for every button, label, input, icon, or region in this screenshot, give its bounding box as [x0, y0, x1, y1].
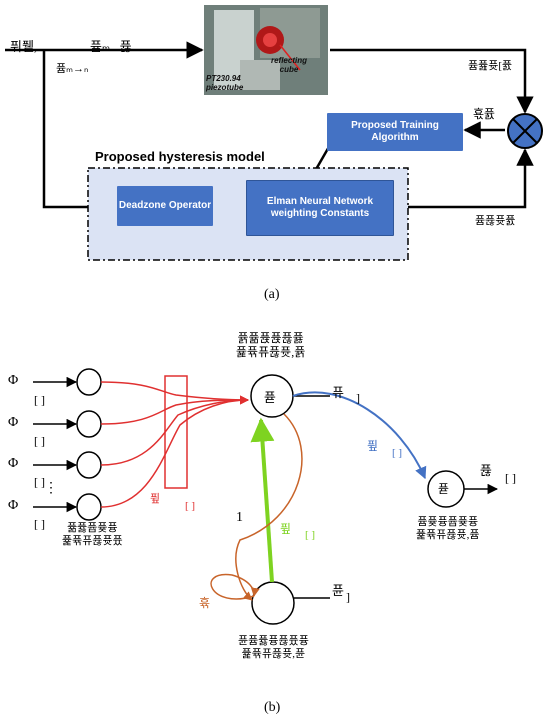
- context-layer-label: 퓬퓸퓷퓽퓮퓼퓽 퓵퓪퓨퓮퓻,퓬: [238, 635, 309, 660]
- model-output-line: [393, 148, 534, 209]
- photo-label-cube: reflecting cube: [270, 56, 307, 74]
- output-out-bracket: [ ]: [505, 471, 516, 485]
- input-bracket-2: [ ]: [34, 434, 45, 448]
- weight-input-bracket: [ ]: [185, 500, 196, 512]
- weight-input-label: 퓦: [150, 493, 161, 505]
- caption-a: (a): [264, 287, 280, 302]
- self-loop-weight: 휶: [199, 596, 211, 610]
- context-out-bracket: ]: [346, 590, 350, 604]
- branch-label: 퓸ₘ→ₙ: [56, 63, 89, 75]
- context-to-hidden-link: [250, 417, 275, 583]
- elman-network-box: Elman Neural Network weighting Constants: [246, 180, 394, 236]
- hidden-out-label: 퓨: [332, 385, 344, 400]
- feedback-gain: 1: [236, 510, 243, 525]
- output-node-symbol: 퓯: [438, 482, 450, 496]
- photo-label-tube: PT230.94 piezotube: [206, 74, 244, 92]
- input-to-hidden-links: [100, 381, 249, 508]
- error-label: 횫퓴: [473, 107, 496, 121]
- deadzone-operator-box: Deadzone Operator: [117, 186, 213, 226]
- training-algorithm-box: Proposed Training Algorithm: [327, 113, 463, 151]
- input-node-2: [76, 410, 102, 438]
- caption-b: (b): [264, 700, 281, 715]
- input-bracket-1: [ ]: [34, 393, 45, 407]
- setup-photo: [204, 5, 328, 95]
- hidden-out-bracket: ]: [356, 391, 360, 405]
- model-title: Proposed hysteresis model: [95, 149, 265, 164]
- hidden-to-output-link: [292, 391, 427, 480]
- plant-output-line: [330, 48, 534, 114]
- plant-output-label: 퓸퓶퓻[퓴: [468, 60, 513, 72]
- input-layer-label: 퓲퓷퓹퓾퓽 퓵퓪퓨퓮퓻퓼: [62, 522, 123, 547]
- weight-output-bracket: [ ]: [392, 447, 403, 459]
- weight-context-bracket: [ ]: [305, 529, 316, 541]
- hidden-to-context-link: [235, 413, 303, 601]
- input-node-1: [76, 368, 102, 396]
- input-label-1: 퓌퓉,: [10, 39, 38, 54]
- model-output-label: 퓸퓮퓻퓴: [475, 215, 516, 227]
- hidden-layer-label: 퓱퓲퓭퓭퓮퓷 퓵퓪퓨퓮퓻,퓱: [236, 331, 306, 359]
- input-node-4: [76, 493, 102, 521]
- input-bracket-4: [ ]: [34, 517, 45, 531]
- output-out-label: 퓮: [480, 463, 492, 478]
- weight-output-label: 퓦: [367, 439, 379, 453]
- hidden-node-symbol: 퓯: [264, 390, 276, 405]
- input-phi-2: Φ: [8, 415, 19, 430]
- input-label-2: 퓸ₘ . 퓮: [90, 39, 132, 54]
- context-self-loop: [210, 573, 260, 600]
- output-layer-label: 퓸퓾퓽퓹퓾퓽 퓵퓪퓨퓮퓻,퓸: [416, 516, 480, 541]
- input-phi-3: Φ: [8, 456, 19, 471]
- weight-context-label: 퓦: [280, 522, 292, 536]
- input-phi-1: Φ: [8, 373, 19, 388]
- input-dots: ⋮: [44, 481, 58, 496]
- input-bracket-3: [ ]: [34, 475, 45, 489]
- input-phi-4: Φ: [8, 498, 19, 513]
- context-node: [251, 581, 295, 625]
- context-out-label: 퓬: [332, 583, 344, 598]
- input-node-3: [76, 451, 102, 479]
- summing-junction: [507, 113, 543, 149]
